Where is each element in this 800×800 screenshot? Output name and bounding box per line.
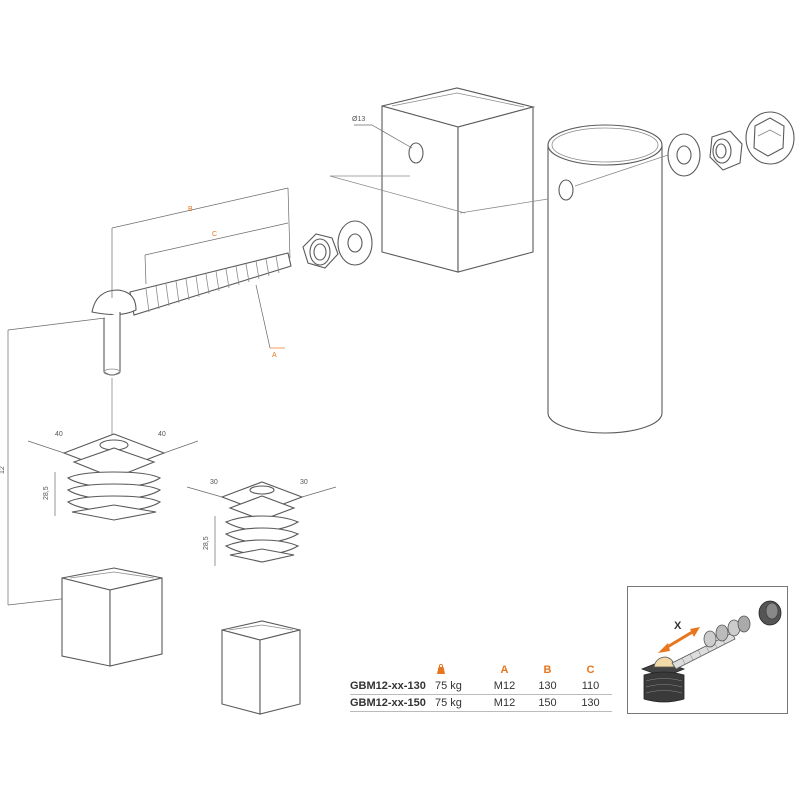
- dimension-a: A: [255, 284, 285, 359]
- row-weight: 75 kg: [435, 697, 462, 709]
- square-tube-40: [61, 567, 163, 667]
- washer-right: [667, 133, 701, 177]
- row-c: 110: [581, 680, 600, 692]
- row-model: GBM12-xx-150: [350, 697, 426, 709]
- dimension-c: C: [144, 222, 289, 285]
- inset-x-label: X: [674, 620, 682, 632]
- table-header: A B C: [350, 662, 612, 678]
- square-tube-30: [221, 620, 301, 715]
- dimension-b: B: [111, 187, 291, 298]
- row-weight: 75 kg: [435, 680, 462, 692]
- row-a: M12: [493, 680, 516, 692]
- row-c: 130: [581, 697, 600, 709]
- cap40-height-label: 28,5: [43, 486, 50, 500]
- cap30-width2-label: 30: [300, 479, 308, 486]
- weight-icon: [437, 663, 445, 674]
- dim-b-label: B: [188, 206, 193, 213]
- cap40-width2-label: 40: [158, 431, 166, 438]
- square-cap-40: 40 40 28,5: [27, 431, 199, 521]
- header-c: C: [586, 664, 595, 676]
- hinge-bolt: [91, 252, 292, 376]
- dim-c-label: C: [212, 231, 217, 238]
- round-post-hole: [558, 179, 574, 201]
- row-model: GBM12-xx-130: [350, 680, 426, 692]
- square-post: [381, 87, 536, 273]
- header-b: B: [543, 664, 552, 676]
- dimension-hole: Ø13: [352, 116, 413, 149]
- round-post: [547, 124, 663, 434]
- hex-nut-left: [302, 233, 339, 269]
- hex-nut-right: [709, 130, 743, 171]
- cap30-width1-label: 30: [210, 479, 218, 486]
- row-b: 130: [538, 680, 557, 692]
- washer-left: [337, 220, 373, 266]
- cap40-width1-label: 40: [55, 431, 63, 438]
- hex-cap-nut: [745, 111, 795, 165]
- post-hole: [408, 142, 424, 164]
- inset-illustration: X: [640, 600, 782, 703]
- square-cap-30: 30 30 28,5: [186, 479, 337, 566]
- adjustment-inset: X: [627, 586, 788, 714]
- row-b: 150: [538, 697, 557, 709]
- table-row: GBM12-xx-130 75 kg M12 130 110: [350, 678, 612, 695]
- spec-table: A B C GBM12-xx-130 75 kg M12 130 110 GBM…: [350, 662, 612, 712]
- height-label: 12: [0, 466, 6, 474]
- dimension-height: 12: [0, 317, 113, 606]
- dim-a-label: A: [272, 352, 277, 359]
- hole-diameter-label: Ø13: [352, 116, 365, 123]
- table-row: GBM12-xx-150 75 kg M12 150 130: [350, 695, 612, 712]
- header-a: A: [500, 664, 509, 676]
- cap30-height-label: 28,5: [203, 536, 210, 550]
- row-a: M12: [493, 697, 516, 709]
